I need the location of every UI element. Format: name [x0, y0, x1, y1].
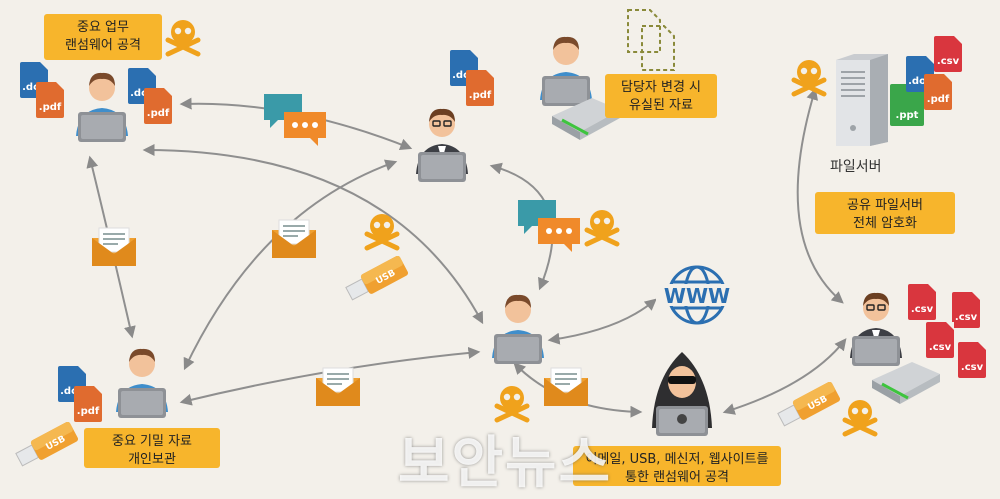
link-hacker-user6	[722, 338, 847, 415]
skull-crossbones-icon	[494, 386, 530, 423]
email-envelope-icon	[92, 227, 136, 266]
office-worker-5-icon	[540, 36, 592, 106]
doc-file-label: .doc	[130, 88, 154, 99]
file-server-label: 파일서버	[830, 159, 882, 175]
csv-file-icon: .csv	[908, 284, 936, 320]
office-worker-6-icon	[850, 292, 902, 366]
email-envelope-icon	[544, 367, 588, 406]
csv-file-label: .csv	[936, 56, 960, 67]
doc-file-label: .doc	[908, 76, 932, 87]
csv-file-icon: .csv	[958, 342, 986, 378]
usb-drive-icon: USB	[777, 382, 841, 427]
skull-crossbones-icon	[165, 20, 201, 57]
office-worker-2-icon	[416, 108, 468, 182]
pdf-file-icon: .pdf	[74, 386, 102, 422]
csv-file-label: .csv	[954, 312, 978, 323]
office-worker-3-icon	[116, 348, 168, 418]
callout-attack-vectors: 이메일, USB, 메신저, 웹사이트를 통한 랜섬웨어 공격	[573, 446, 781, 486]
email-envelope-icon	[316, 367, 360, 406]
hacker-icon	[652, 352, 712, 436]
callout-shared-server: 공유 파일서버 전체 암호화	[815, 192, 955, 234]
csv-file-label: .csv	[910, 304, 934, 315]
pdf-file-label: .pdf	[38, 102, 62, 113]
skull-crossbones-icon	[364, 214, 400, 251]
doc-file-label: .doc	[22, 82, 46, 93]
pdf-file-label: .pdf	[76, 406, 100, 417]
skull-crossbones-icon	[791, 60, 827, 97]
pdf-file-icon: .pdf	[144, 88, 172, 124]
callout-important-work: 중요 업무 랜섬웨어 공격	[44, 14, 162, 60]
chat-bubbles-icon	[264, 94, 326, 146]
csv-file-label: .csv	[928, 342, 952, 353]
usb-drive-icon: USB	[15, 422, 79, 467]
lost-documents-icon	[627, 9, 675, 71]
callout-handover-lost: 담당자 변경 시 유실된 자료	[605, 74, 717, 118]
link-server-user6	[796, 87, 844, 304]
office-worker-4-icon	[492, 294, 544, 364]
email-envelope-icon	[272, 219, 316, 258]
csv-file-icon: .csv	[934, 36, 962, 72]
hard-drive-icon	[872, 362, 940, 404]
file-server-icon	[836, 54, 888, 146]
www-globe-icon: WWW	[656, 265, 738, 325]
pdf-file-label: .pdf	[926, 94, 950, 105]
csv-file-icon: .csv	[926, 322, 954, 358]
chat-bubbles-icon	[518, 200, 580, 252]
skull-crossbones-icon	[842, 400, 878, 437]
usb-drive-icon: USB	[345, 256, 409, 301]
csv-file-icon: .csv	[952, 292, 980, 328]
doc-file-label: .doc	[452, 70, 476, 81]
watermark: 보안뉴스	[398, 431, 613, 496]
pdf-file-icon: .pdf	[924, 74, 952, 110]
pdf-file-label: .pdf	[468, 90, 492, 101]
pdf-file-icon: .pdf	[466, 70, 494, 106]
callout-personal-storage: 중요 기밀 자료 개인보관	[84, 428, 220, 468]
skull-crossbones-icon	[584, 210, 620, 247]
pdf-file-icon: .pdf	[36, 82, 64, 118]
office-worker-1-icon	[76, 72, 128, 142]
doc-file-label: .doc	[60, 386, 84, 397]
csv-file-label: .csv	[960, 362, 984, 373]
pdf-file-label: .pdf	[146, 108, 170, 119]
link-user4-www	[547, 298, 657, 345]
ppt-file-label: .ppt	[895, 110, 919, 121]
www-label: WWW	[664, 284, 730, 308]
doc-file-icon: .doc	[58, 366, 86, 402]
